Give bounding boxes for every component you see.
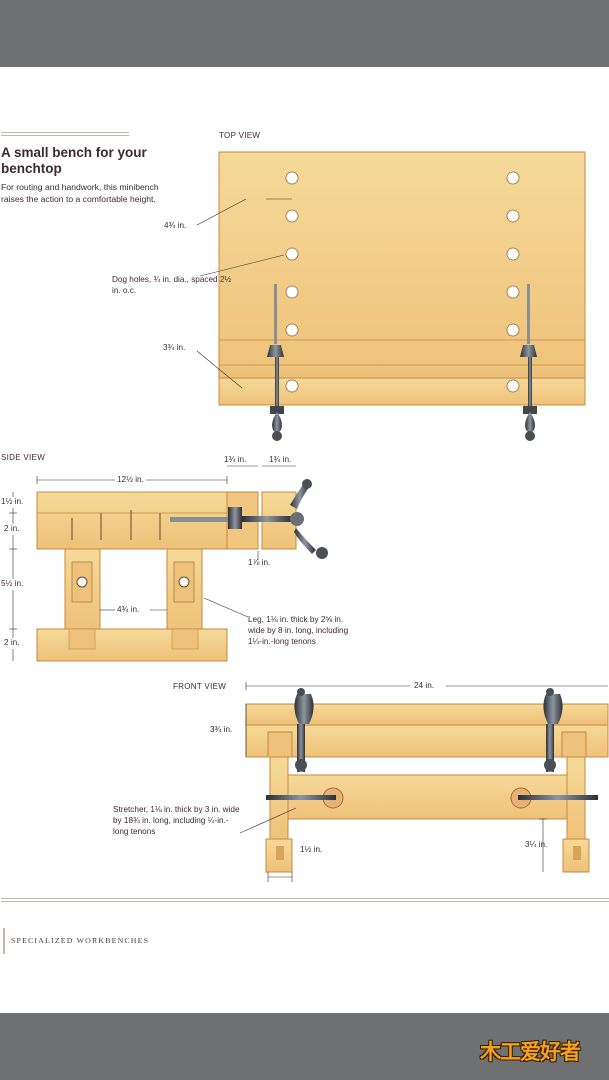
page-subtitle: For routing and handwork, this minibench… xyxy=(1,182,159,204)
front-view-label: FRONT VIEW xyxy=(173,682,227,691)
front-clamp-right xyxy=(543,688,563,772)
dim-front-leg-thick: 1½ in. xyxy=(300,845,323,854)
dim-side-leg-gap: 4¾ in. xyxy=(117,605,140,614)
bottom-bar xyxy=(0,1013,609,1080)
top-bar xyxy=(0,0,609,67)
top-view-label: TOP VIEW xyxy=(219,131,261,140)
footer-accent-bar xyxy=(3,928,5,954)
page-title: A small bench for your benchtop xyxy=(1,145,147,176)
dim-side-a: 1¾ in. xyxy=(224,455,247,464)
title-rule-top xyxy=(1,132,129,133)
front-clamp-left xyxy=(294,688,314,772)
dim-side-apron: 2 in. xyxy=(4,524,20,535)
title-rule-bottom xyxy=(1,135,129,136)
dim-front-stretcher-h: 3¼ in. xyxy=(525,840,548,849)
dim-side-b: 1¾ in. xyxy=(269,455,292,464)
vise-screw-left xyxy=(267,284,284,441)
watermark-text: 木工爱好者 xyxy=(480,1040,581,1064)
dim-side-foot: 2 in. xyxy=(4,638,20,649)
dim-top-spacing: 4¾ in. xyxy=(164,221,187,230)
dim-side-top: 1½ in. xyxy=(1,497,24,508)
dim-side-leg-height: 5½ in. xyxy=(1,579,24,590)
dog-holes xyxy=(285,171,520,393)
side-view-drawing xyxy=(9,465,328,662)
dim-jaw: 3¾ in. xyxy=(163,343,186,352)
side-view-label: SIDE VIEW xyxy=(1,453,46,462)
dog-holes-note: Dog holes, ¾ in. dia., spaced 2½ in. o.c… xyxy=(112,275,232,295)
front-view-drawing xyxy=(239,682,609,882)
dim-side-screw: 1⅞ in. xyxy=(248,558,271,567)
dim-side-length: 12½ in. xyxy=(115,475,146,486)
top-view-drawing xyxy=(196,151,586,441)
dim-front-top-thick: 3¾ in. xyxy=(210,725,233,734)
footer-section-label: SPECIALIZED WORKBENCHES xyxy=(11,936,150,945)
vise-screw-right xyxy=(520,284,537,441)
footer-rule-bottom xyxy=(1,901,609,902)
leg-note: Leg, 1⅛ in. thick by 2⅝ in. wide by 8 in… xyxy=(248,615,349,646)
stretcher-note: Stretcher, 1⅛ in. thick by 3 in. wide by… xyxy=(113,805,240,836)
footer-rule-top xyxy=(1,898,609,899)
dim-front-width: 24 in. xyxy=(414,681,435,690)
